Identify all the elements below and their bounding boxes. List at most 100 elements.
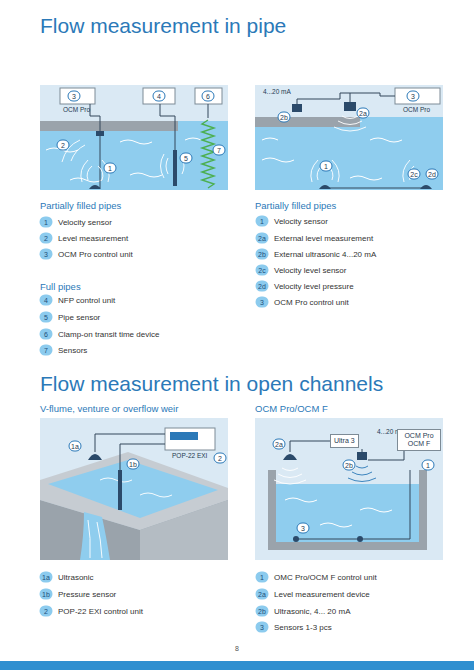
callout-number: 1a bbox=[69, 441, 82, 452]
list-bullet-text: 2a bbox=[258, 591, 266, 598]
callout-number-text: 1 bbox=[426, 462, 430, 469]
list-bullet-text: 1b bbox=[42, 591, 50, 598]
list-bullet: 6 bbox=[40, 329, 53, 340]
callout-number: 6 bbox=[202, 91, 215, 102]
list-text-text: Clamp-on transit time device bbox=[58, 330, 159, 339]
sub-heading-text: Partially filled pipes bbox=[255, 200, 336, 211]
callout-number-text: 2 bbox=[218, 455, 222, 462]
callout-number-text: 7 bbox=[217, 147, 221, 154]
list-text: Velocity level pressure bbox=[274, 282, 354, 291]
list-text-text: Velocity level sensor bbox=[274, 266, 346, 275]
list-text: OMC Pro/OCM F control unit bbox=[274, 573, 377, 582]
list-text: Velocity sensor bbox=[274, 217, 328, 226]
callout-number-text: 6 bbox=[206, 93, 210, 100]
list-text-text: Sensors 1-3 pcs bbox=[274, 623, 332, 632]
sub-heading: OCM Pro/OCM F bbox=[255, 403, 328, 414]
list-bullet-text: 5 bbox=[44, 314, 48, 321]
callout-number: 1 bbox=[104, 163, 117, 174]
callout-number: 2b bbox=[343, 460, 356, 471]
section-heading: Flow measurement in open channels bbox=[40, 372, 383, 396]
callout-number-text: 3 bbox=[301, 525, 305, 532]
list-bullet-text: 3 bbox=[260, 624, 264, 631]
list-text-text: Ultrasonic, 4... 20 mA bbox=[274, 607, 350, 616]
callout-number-text: 3 bbox=[411, 93, 415, 100]
device-label: OCM Pro OCM F bbox=[401, 432, 437, 448]
list-bullet-text: 2a bbox=[258, 235, 266, 242]
list-text: Velocity level sensor bbox=[274, 266, 346, 275]
list-bullet: 1b bbox=[40, 589, 53, 600]
callout-number: 3 bbox=[297, 523, 310, 534]
list-bullet-text: 2d bbox=[258, 283, 266, 290]
sub-heading: Partially filled pipes bbox=[40, 200, 121, 211]
list-text: Ultrasonic bbox=[58, 573, 94, 582]
list-bullet-text: 1 bbox=[260, 218, 264, 225]
list-bullet-text: 1a bbox=[42, 574, 50, 581]
list-text: POP-22 EXI control unit bbox=[58, 607, 143, 616]
callout-number: 1b bbox=[127, 459, 140, 470]
callout-number-text: 2b bbox=[280, 114, 288, 121]
list-bullet: 2c bbox=[256, 265, 269, 276]
list-bullet: 2a bbox=[256, 233, 269, 244]
list-bullet-text: 3 bbox=[260, 299, 264, 306]
device-label: Ultra 3 bbox=[334, 437, 355, 445]
list-bullet-text: 2b bbox=[258, 608, 266, 615]
callout-number-text: 2a bbox=[275, 441, 283, 448]
list-text-text: NFP control unit bbox=[58, 296, 115, 305]
sub-heading-text: Partially filled pipes bbox=[40, 200, 121, 211]
callout-number-text: 2b bbox=[345, 462, 353, 469]
list-text: Level measurement bbox=[58, 234, 128, 243]
list-text-text: Level measurement bbox=[58, 234, 128, 243]
callout-number-text: 2c bbox=[410, 171, 417, 178]
page-title: Flow measurement in pipe bbox=[40, 14, 286, 38]
list-text-text: Velocity sensor bbox=[58, 218, 112, 227]
list-bullet: 1 bbox=[256, 572, 269, 583]
list-text-text: Sensors bbox=[58, 346, 87, 355]
list-bullet: 1 bbox=[256, 216, 269, 227]
list-text-text: Level measurement device bbox=[274, 590, 370, 599]
callout-number: 1 bbox=[422, 460, 435, 471]
device-label: OCM Pro bbox=[63, 106, 90, 113]
callout-number: 3 bbox=[68, 91, 81, 102]
list-text-text: OCM Pro control unit bbox=[274, 298, 349, 307]
list-text: Velocity sensor bbox=[58, 218, 112, 227]
list-bullet-text: 1 bbox=[44, 219, 48, 226]
callout-number-text: 1a bbox=[71, 443, 79, 450]
list-bullet-text: 3 bbox=[44, 251, 48, 258]
device-box: Ultra 3 bbox=[330, 434, 359, 448]
page-number-text: 8 bbox=[235, 645, 239, 652]
list-bullet: 7 bbox=[40, 345, 53, 356]
list-bullet: 1 bbox=[40, 217, 53, 228]
callout-number: 1 bbox=[320, 161, 333, 172]
sub-heading: Full pipes bbox=[40, 281, 81, 292]
list-bullet: 3 bbox=[40, 249, 53, 260]
callout-number: 5 bbox=[180, 153, 193, 164]
list-bullet: 2b bbox=[256, 249, 269, 260]
list-bullet: 3 bbox=[256, 622, 269, 633]
page-number: 8 bbox=[235, 645, 239, 652]
list-bullet: 1a bbox=[40, 572, 53, 583]
callout-number: 2 bbox=[214, 453, 227, 464]
device-box: OCM Pro OCM F bbox=[397, 429, 441, 451]
list-text: Level measurement device bbox=[274, 590, 370, 599]
list-text-text: Pressure sensor bbox=[58, 590, 116, 599]
list-text-text: POP-22 EXI control unit bbox=[58, 607, 143, 616]
list-bullet: 2b bbox=[256, 606, 269, 617]
list-text: Clamp-on transit time device bbox=[58, 330, 159, 339]
callout-number: 2d bbox=[426, 169, 439, 180]
device-label: OCM Pro bbox=[403, 106, 430, 113]
list-text: Ultrasonic, 4... 20 mA bbox=[274, 607, 350, 616]
callout-number-text: 5 bbox=[184, 155, 188, 162]
list-bullet-text: 2c bbox=[258, 267, 265, 274]
list-bullet-text: 1 bbox=[260, 574, 264, 581]
callout-number: 2c bbox=[408, 169, 421, 180]
callout-number: 2a bbox=[273, 439, 286, 450]
callout-number-text: 1b bbox=[129, 461, 137, 468]
callout-number: 2b bbox=[278, 112, 291, 123]
list-text-text: OMC Pro/OCM F control unit bbox=[274, 573, 377, 582]
list-text: Pipe sensor bbox=[58, 313, 100, 322]
list-bullet: 3 bbox=[256, 297, 269, 308]
callout-number: 2a bbox=[357, 108, 370, 119]
list-bullet-text: 2b bbox=[258, 251, 266, 258]
section-heading-text: Flow measurement in open channels bbox=[40, 372, 383, 395]
